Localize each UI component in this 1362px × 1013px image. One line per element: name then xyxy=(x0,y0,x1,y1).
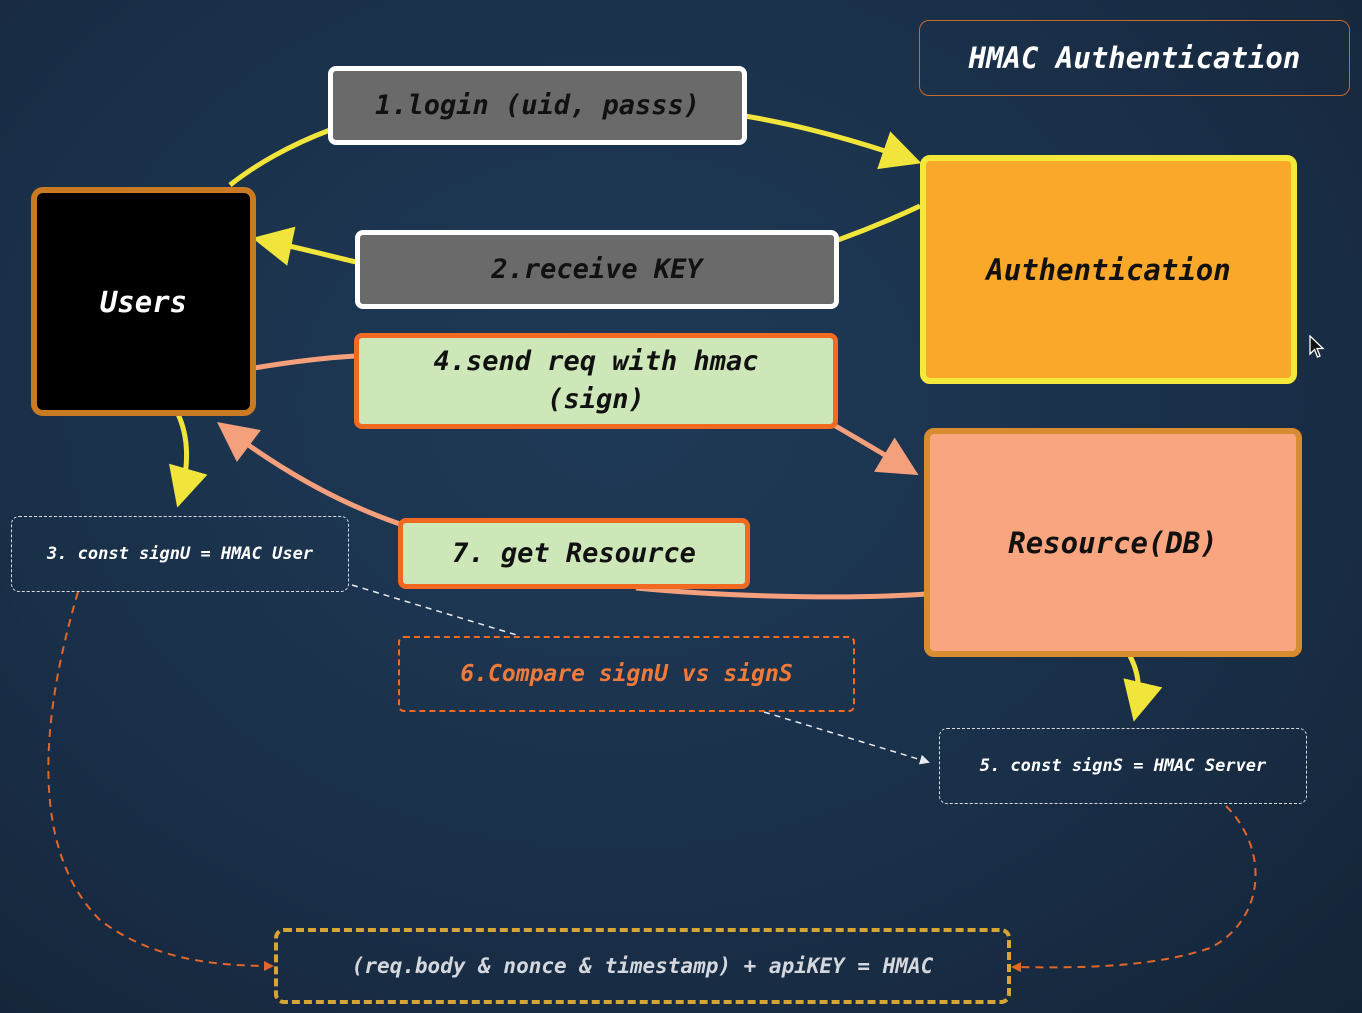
step-sign-user: 3. const signU = HMAC User xyxy=(11,516,349,592)
arrow-login xyxy=(228,113,912,185)
arrow-signs-to-formula xyxy=(1011,805,1257,973)
users-node: Users xyxy=(31,187,256,416)
step-receive-key: 2.receive KEY xyxy=(355,230,839,309)
arrow-resource-to-signs xyxy=(1123,654,1163,722)
step-send-request-line2: (sign) xyxy=(547,384,645,415)
step-sign-server: 5. const signS = HMAC Server xyxy=(939,728,1307,804)
arrow-send-request xyxy=(253,353,910,470)
arrow-get-resource xyxy=(225,428,927,600)
step-compare: 6.Compare signU vs signS xyxy=(398,636,855,712)
arrow-users-to-signu xyxy=(169,412,208,508)
mouse-cursor-icon xyxy=(1309,335,1325,358)
step-send-request: 4.send req with hmac (sign) xyxy=(354,333,838,429)
resource-node: Resource(DB) xyxy=(924,428,1302,657)
arrow-signu-to-compare xyxy=(351,584,521,637)
step-send-request-line1: 4.send req with hmac xyxy=(433,346,759,377)
hmac-formula: (req.body & nonce & timestamp) + apiKEY … xyxy=(274,928,1011,1004)
authentication-node: Authentication xyxy=(920,155,1297,384)
diagram-title: HMAC Authentication xyxy=(919,20,1350,96)
arrow-receive-key xyxy=(262,203,922,262)
arrow-signu-to-formula xyxy=(47,591,274,971)
step-get-resource: 7. get Resource xyxy=(398,518,750,589)
arrow-compare-to-signs xyxy=(763,711,930,765)
step-login: 1.login (uid, passs) xyxy=(328,66,747,145)
